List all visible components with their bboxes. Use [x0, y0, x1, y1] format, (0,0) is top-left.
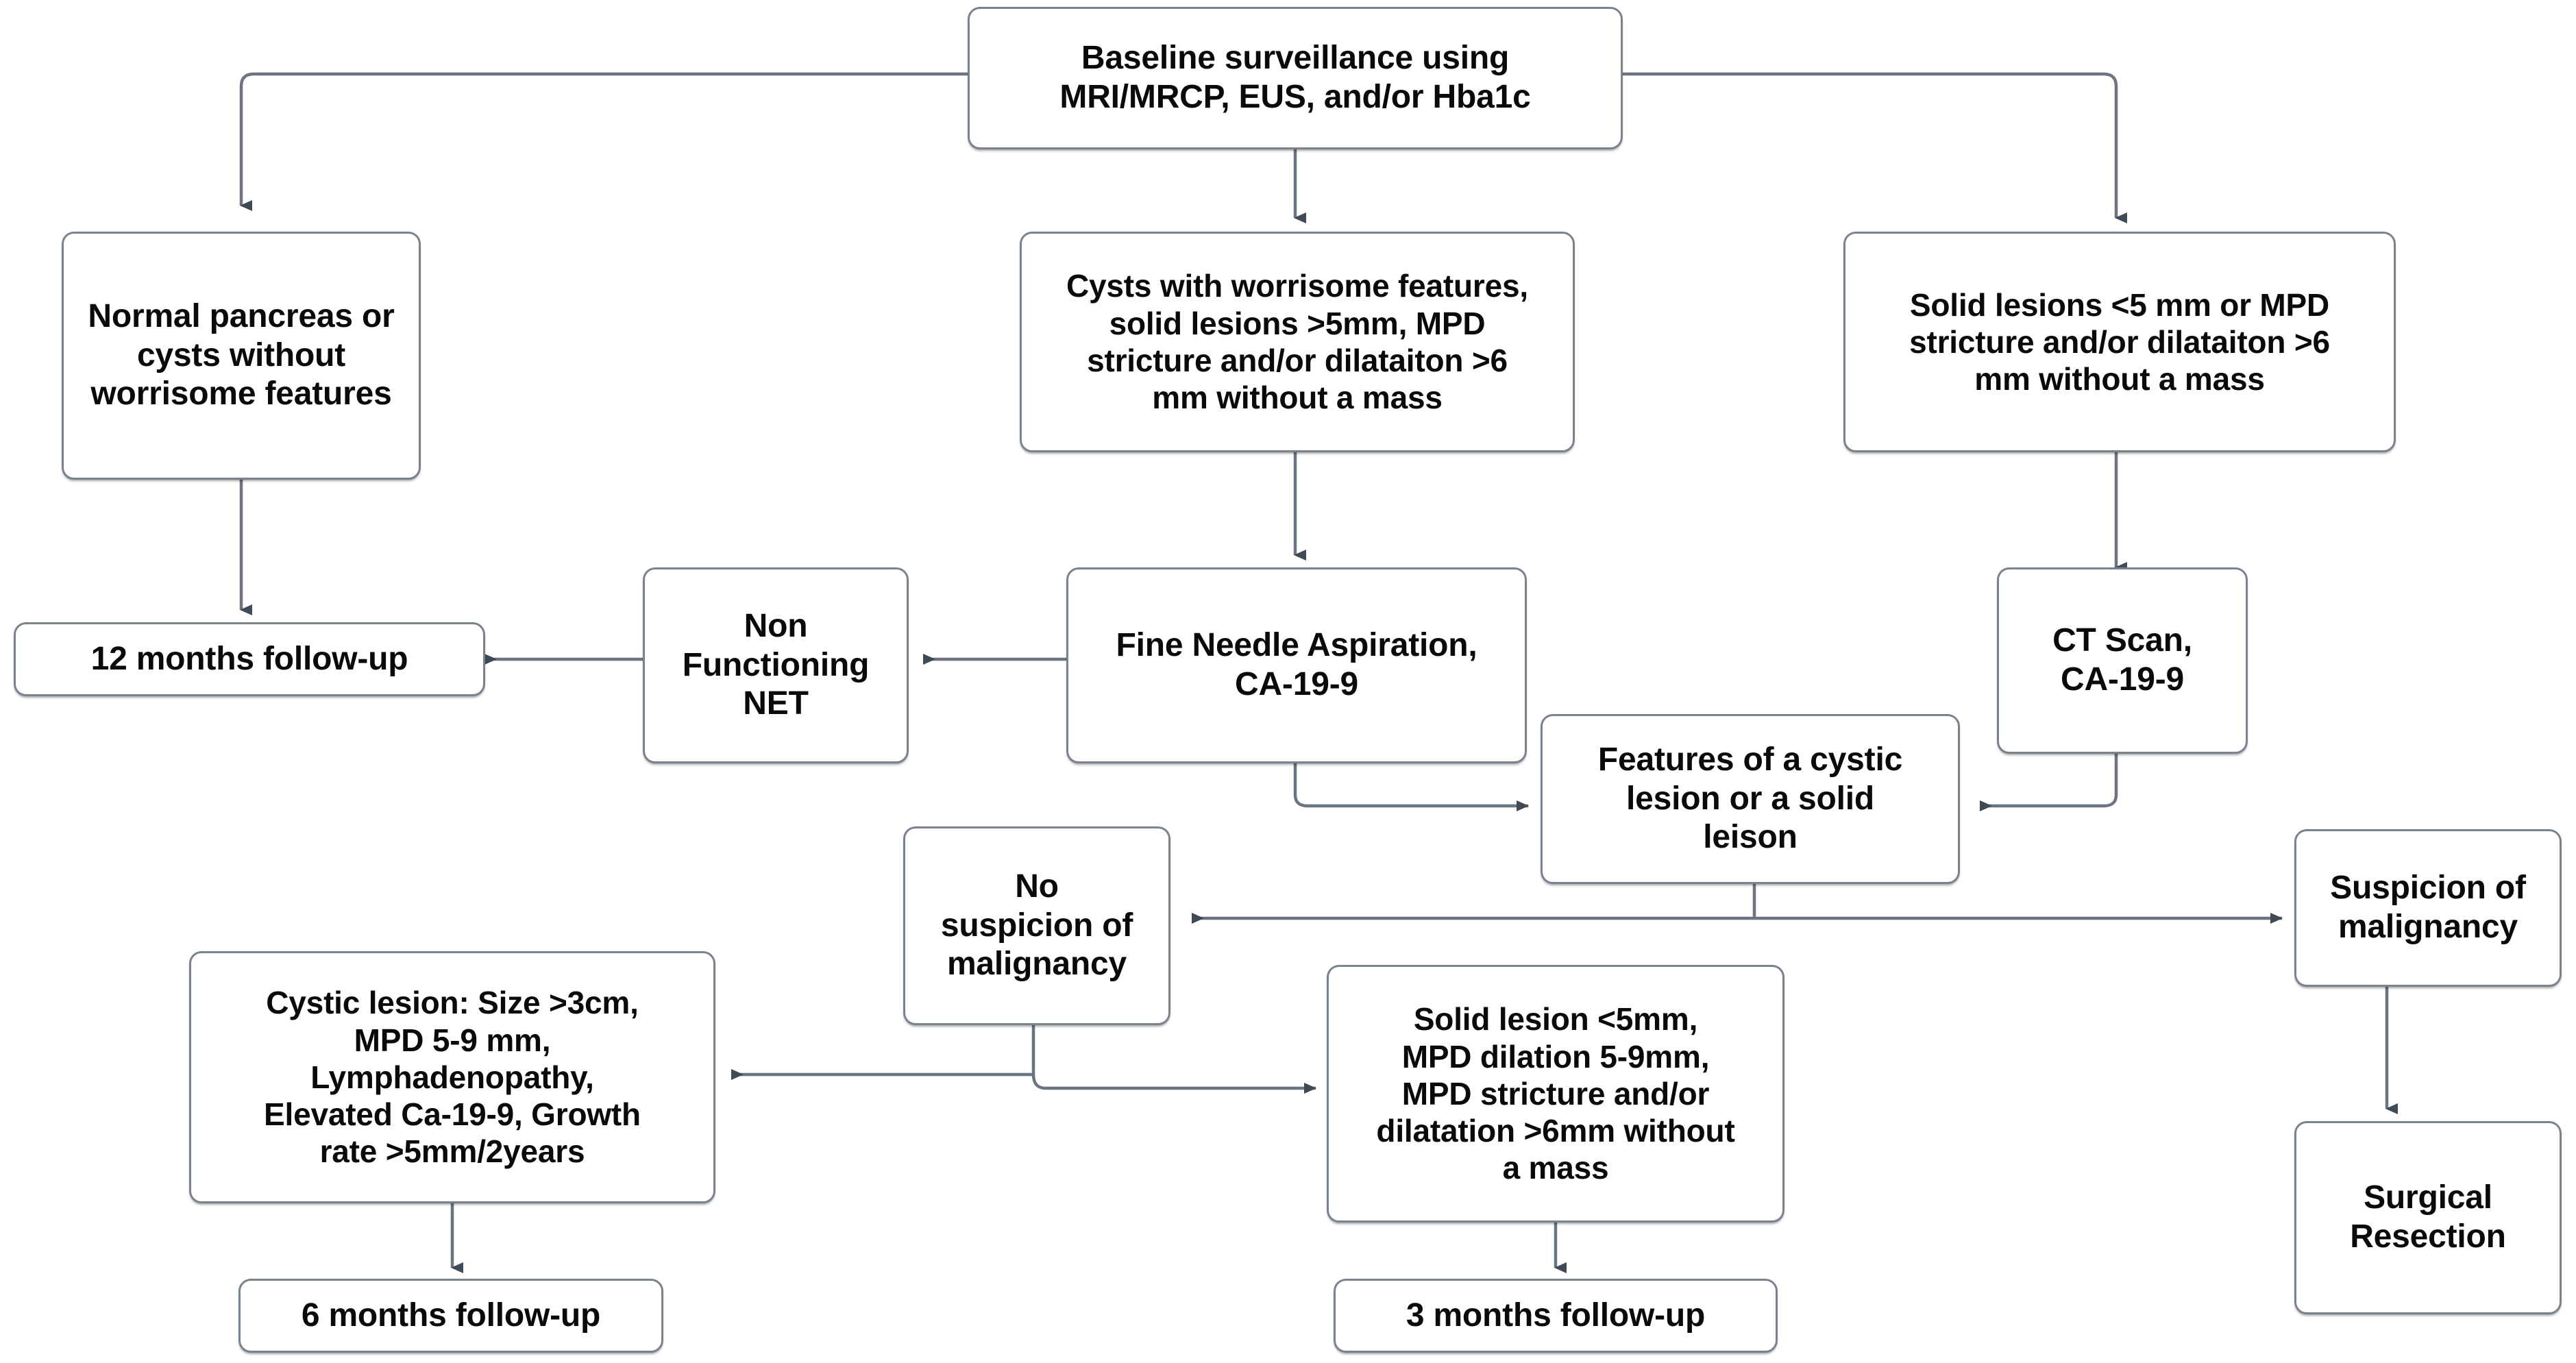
baseline-surveillance[interactable]: Baseline surveillance using MRI/MRCP, EU… [968, 7, 1623, 149]
followup-12-months[interactable]: 12 months follow-up [14, 622, 485, 696]
baseline-surveillance-label: Baseline surveillance using MRI/MRCP, EU… [1059, 40, 1531, 115]
edge-nosuspicion-to-solidlesion [1031, 1074, 1316, 1094]
followup-12-months-label: 12 months follow-up [90, 640, 408, 677]
edge-baseline-to-solid-small [1623, 72, 2127, 223]
surgical-resection[interactable]: Surgical Resection [2294, 1121, 2562, 1314]
no-suspicion-of-malignancy-label: No suspicion of malignancy [940, 868, 1133, 983]
cystic-lesion-criteria[interactable]: Cystic lesion: Size >3cm, MPD 5-9 mm, Ly… [189, 951, 715, 1203]
cystic-lesion-criteria-label: Cystic lesion: Size >3cm, MPD 5-9 mm, Ly… [264, 985, 641, 1170]
solid-lesions-under-5mm[interactable]: Solid lesions <5 mm or MPD stricture and… [1843, 232, 2396, 452]
features-cystic-or-solid-lesion-label: Features of a cystic lesion or a solid l… [1597, 741, 1903, 856]
solid-lesion-criteria-label: Solid lesion <5mm, MPD dilation 5-9mm, M… [1376, 1001, 1735, 1186]
solid-lesion-criteria[interactable]: Solid lesion <5mm, MPD dilation 5-9mm, M… [1327, 965, 1784, 1223]
edge-fna-to-features [1293, 763, 1529, 811]
solid-lesions-under-5mm-label: Solid lesions <5 mm or MPD stricture and… [1909, 286, 2330, 397]
normal-pancreas-label: Normal pancreas or cysts without worriso… [88, 298, 395, 413]
followup-3-months-label: 3 months follow-up [1406, 1297, 1706, 1334]
no-suspicion-of-malignancy[interactable]: No suspicion of malignancy [903, 826, 1170, 1025]
normal-pancreas[interactable]: Normal pancreas or cysts without worriso… [62, 232, 421, 480]
followup-6-months[interactable]: 6 months follow-up [238, 1279, 663, 1353]
ct-scan[interactable]: CT Scan, CA-19-9 [1997, 567, 2248, 754]
edge-baseline-to-normal [239, 72, 968, 211]
followup-6-months-label: 6 months follow-up [301, 1297, 601, 1334]
surgical-resection-label: Surgical Resection [2350, 1179, 2506, 1255]
features-cystic-or-solid-lesion[interactable]: Features of a cystic lesion or a solid l… [1541, 714, 1960, 884]
ct-scan-label: CT Scan, CA-19-9 [2052, 622, 2192, 698]
suspicion-of-malignancy[interactable]: Suspicion of malignancy [2294, 829, 2562, 987]
suspicion-of-malignancy-label: Suspicion of malignancy [2330, 870, 2526, 945]
non-functioning-net-label: Non Functioning NET [682, 608, 870, 722]
non-functioning-net[interactable]: Non Functioning NET [643, 567, 909, 763]
edge-ct-to-features [1980, 754, 2118, 811]
cysts-worrisome-features-label: Cysts with worrisome features, solid les… [1066, 268, 1528, 416]
fine-needle-aspiration[interactable]: Fine Needle Aspiration, CA-19-9 [1066, 567, 1527, 763]
followup-3-months[interactable]: 3 months follow-up [1334, 1279, 1778, 1353]
fine-needle-aspiration-label: Fine Needle Aspiration, CA-19-9 [1116, 627, 1477, 702]
cysts-worrisome-features[interactable]: Cysts with worrisome features, solid les… [1020, 232, 1575, 452]
